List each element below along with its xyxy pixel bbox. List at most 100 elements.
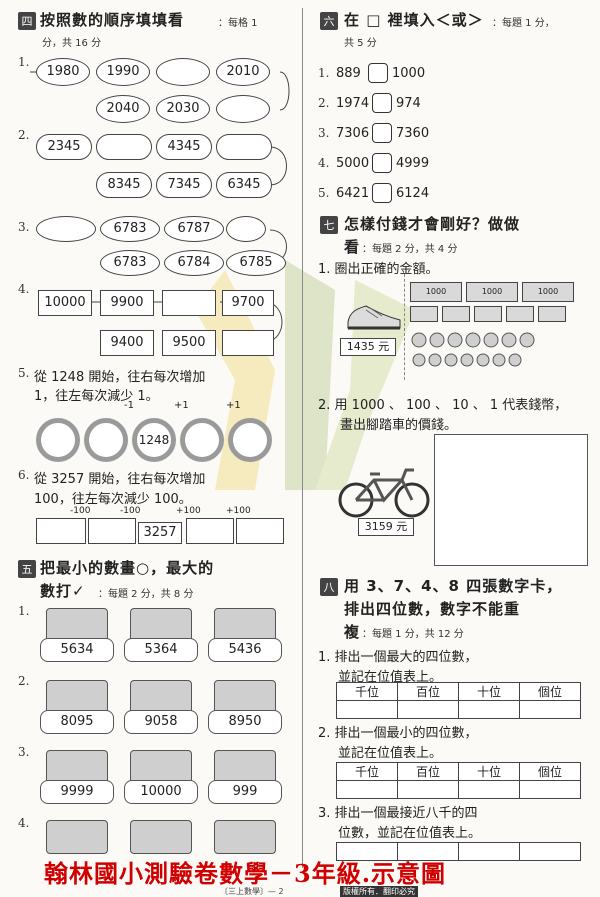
question-number: 2.	[18, 128, 30, 142]
answer-oval[interactable]	[216, 95, 270, 123]
compare-answer-box[interactable]	[372, 183, 392, 203]
compare-right: 7360	[396, 126, 430, 141]
place-value-table: 千位百位十位個位	[336, 682, 581, 719]
tv-screen	[130, 750, 192, 784]
question-number: 5.	[318, 186, 330, 200]
column-header: 千位	[336, 762, 398, 781]
section-number: 五	[18, 560, 36, 578]
answer-cell[interactable]	[397, 780, 459, 799]
compare-answer-box[interactable]	[368, 63, 388, 83]
bicycle-icon	[338, 468, 430, 518]
answer-box[interactable]	[186, 518, 234, 544]
answer-ring[interactable]	[36, 418, 80, 462]
question-number: 6.	[18, 468, 30, 482]
column-divider	[302, 8, 303, 868]
answer-box[interactable]	[36, 518, 86, 544]
money-panel	[404, 274, 585, 380]
answer-ring[interactable]	[84, 418, 128, 462]
question-number: 1.	[318, 66, 330, 80]
column-header: 百位	[397, 762, 459, 781]
sequence-tag: 10000	[38, 290, 92, 316]
section-title: 數打✓	[40, 582, 86, 600]
step-sign: +1	[226, 400, 241, 411]
answer-cell[interactable]	[336, 780, 398, 799]
banknote-1000[interactable]: 1000	[410, 282, 462, 302]
step-sign: -1	[124, 400, 134, 411]
answer-cell[interactable]	[458, 780, 520, 799]
tv-screen	[214, 680, 276, 714]
sequence-leaf: 6783	[100, 250, 160, 276]
sequence-cloud: 6345	[216, 172, 272, 198]
banknote-100[interactable]	[506, 306, 534, 322]
tv-number[interactable]: 9058	[124, 710, 198, 734]
tv-number[interactable]: 5364	[124, 638, 198, 662]
column-header: 個位	[519, 762, 581, 781]
section-number: 八	[320, 578, 338, 596]
section-number: 四	[18, 12, 36, 30]
compare-answer-box[interactable]	[372, 93, 392, 113]
section-score-note: 共 5 分	[344, 38, 377, 49]
answer-ring[interactable]	[228, 418, 272, 462]
answer-cell[interactable]	[519, 842, 581, 861]
answer-cell[interactable]	[397, 700, 459, 719]
question-text: 1. 圈出正確的金額。	[318, 262, 439, 277]
step-sign: -100	[120, 506, 141, 516]
tv-number[interactable]: 10000	[124, 780, 198, 804]
banknote-100[interactable]	[538, 306, 566, 322]
answer-tag[interactable]	[162, 290, 216, 316]
banknote-100[interactable]	[474, 306, 502, 322]
answer-cell[interactable]	[458, 700, 520, 719]
compare-left: 6421	[336, 186, 370, 201]
section-title: 複	[344, 623, 361, 641]
answer-box[interactable]	[88, 518, 136, 544]
question-text: 從 3257 開始，往右每次增加	[34, 472, 206, 487]
answer-cell[interactable]	[336, 842, 398, 861]
compare-answer-box[interactable]	[372, 153, 392, 173]
tv-number[interactable]: 5436	[208, 638, 282, 662]
question-number: 3.	[318, 126, 330, 140]
answer-box[interactable]	[236, 518, 284, 544]
banknote-1000[interactable]: 1000	[466, 282, 518, 302]
answer-tag[interactable]	[222, 330, 274, 356]
answer-cloud[interactable]	[96, 134, 152, 160]
tv-number[interactable]: 9999	[40, 780, 114, 804]
section-title: 在 □ 裡填入＜或＞	[344, 11, 484, 29]
price-tag: 1435 元	[340, 338, 396, 356]
answer-cell[interactable]	[336, 700, 398, 719]
section-score-note: ：每題 2 分，共 8 分	[98, 589, 194, 600]
section-title: 用 3、7、4、8 四張數字卡，	[344, 577, 563, 595]
answer-leaf[interactable]	[226, 216, 266, 242]
answer-ring[interactable]	[180, 418, 224, 462]
tv-screen	[130, 820, 192, 854]
sequence-tag: 9900	[100, 290, 154, 316]
banknote-100[interactable]	[410, 306, 438, 322]
tv-number[interactable]: 5634	[40, 638, 114, 662]
tv-number[interactable]: 8950	[208, 710, 282, 734]
answer-cell[interactable]	[458, 842, 520, 861]
drawing-answer-area[interactable]	[434, 434, 588, 566]
compare-right: 1000	[392, 66, 426, 81]
column-header: 個位	[519, 682, 581, 701]
answer-cell[interactable]	[519, 780, 581, 799]
tv-number[interactable]: 999	[208, 780, 282, 804]
copyright-footer: 版權所有．翻印必究	[340, 886, 418, 897]
answer-cell[interactable]	[397, 842, 459, 861]
section-title: 看	[344, 238, 361, 256]
answer-cell[interactable]	[519, 700, 581, 719]
question-number: 1.	[18, 55, 30, 69]
step-sign: +1	[174, 400, 189, 411]
question-text: 2. 用 1000 、 100 、 10 、 1 代表錢幣，	[318, 398, 568, 413]
answer-leaf[interactable]	[36, 216, 96, 242]
answer-cloud[interactable]	[216, 134, 272, 160]
step-sign: -100	[70, 506, 91, 516]
banknote-100[interactable]	[442, 306, 470, 322]
price-tag: 3159 元	[358, 518, 414, 536]
section-title: 怎樣付錢才會剛好？做做	[344, 215, 521, 233]
answer-oval[interactable]	[156, 58, 210, 86]
compare-answer-box[interactable]	[372, 123, 392, 143]
question-number: 2.	[318, 96, 330, 110]
tv-number[interactable]: 8095	[40, 710, 114, 734]
banknote-1000[interactable]: 1000	[522, 282, 574, 302]
column-header: 十位	[458, 682, 520, 701]
question-number: 3.	[18, 220, 30, 234]
